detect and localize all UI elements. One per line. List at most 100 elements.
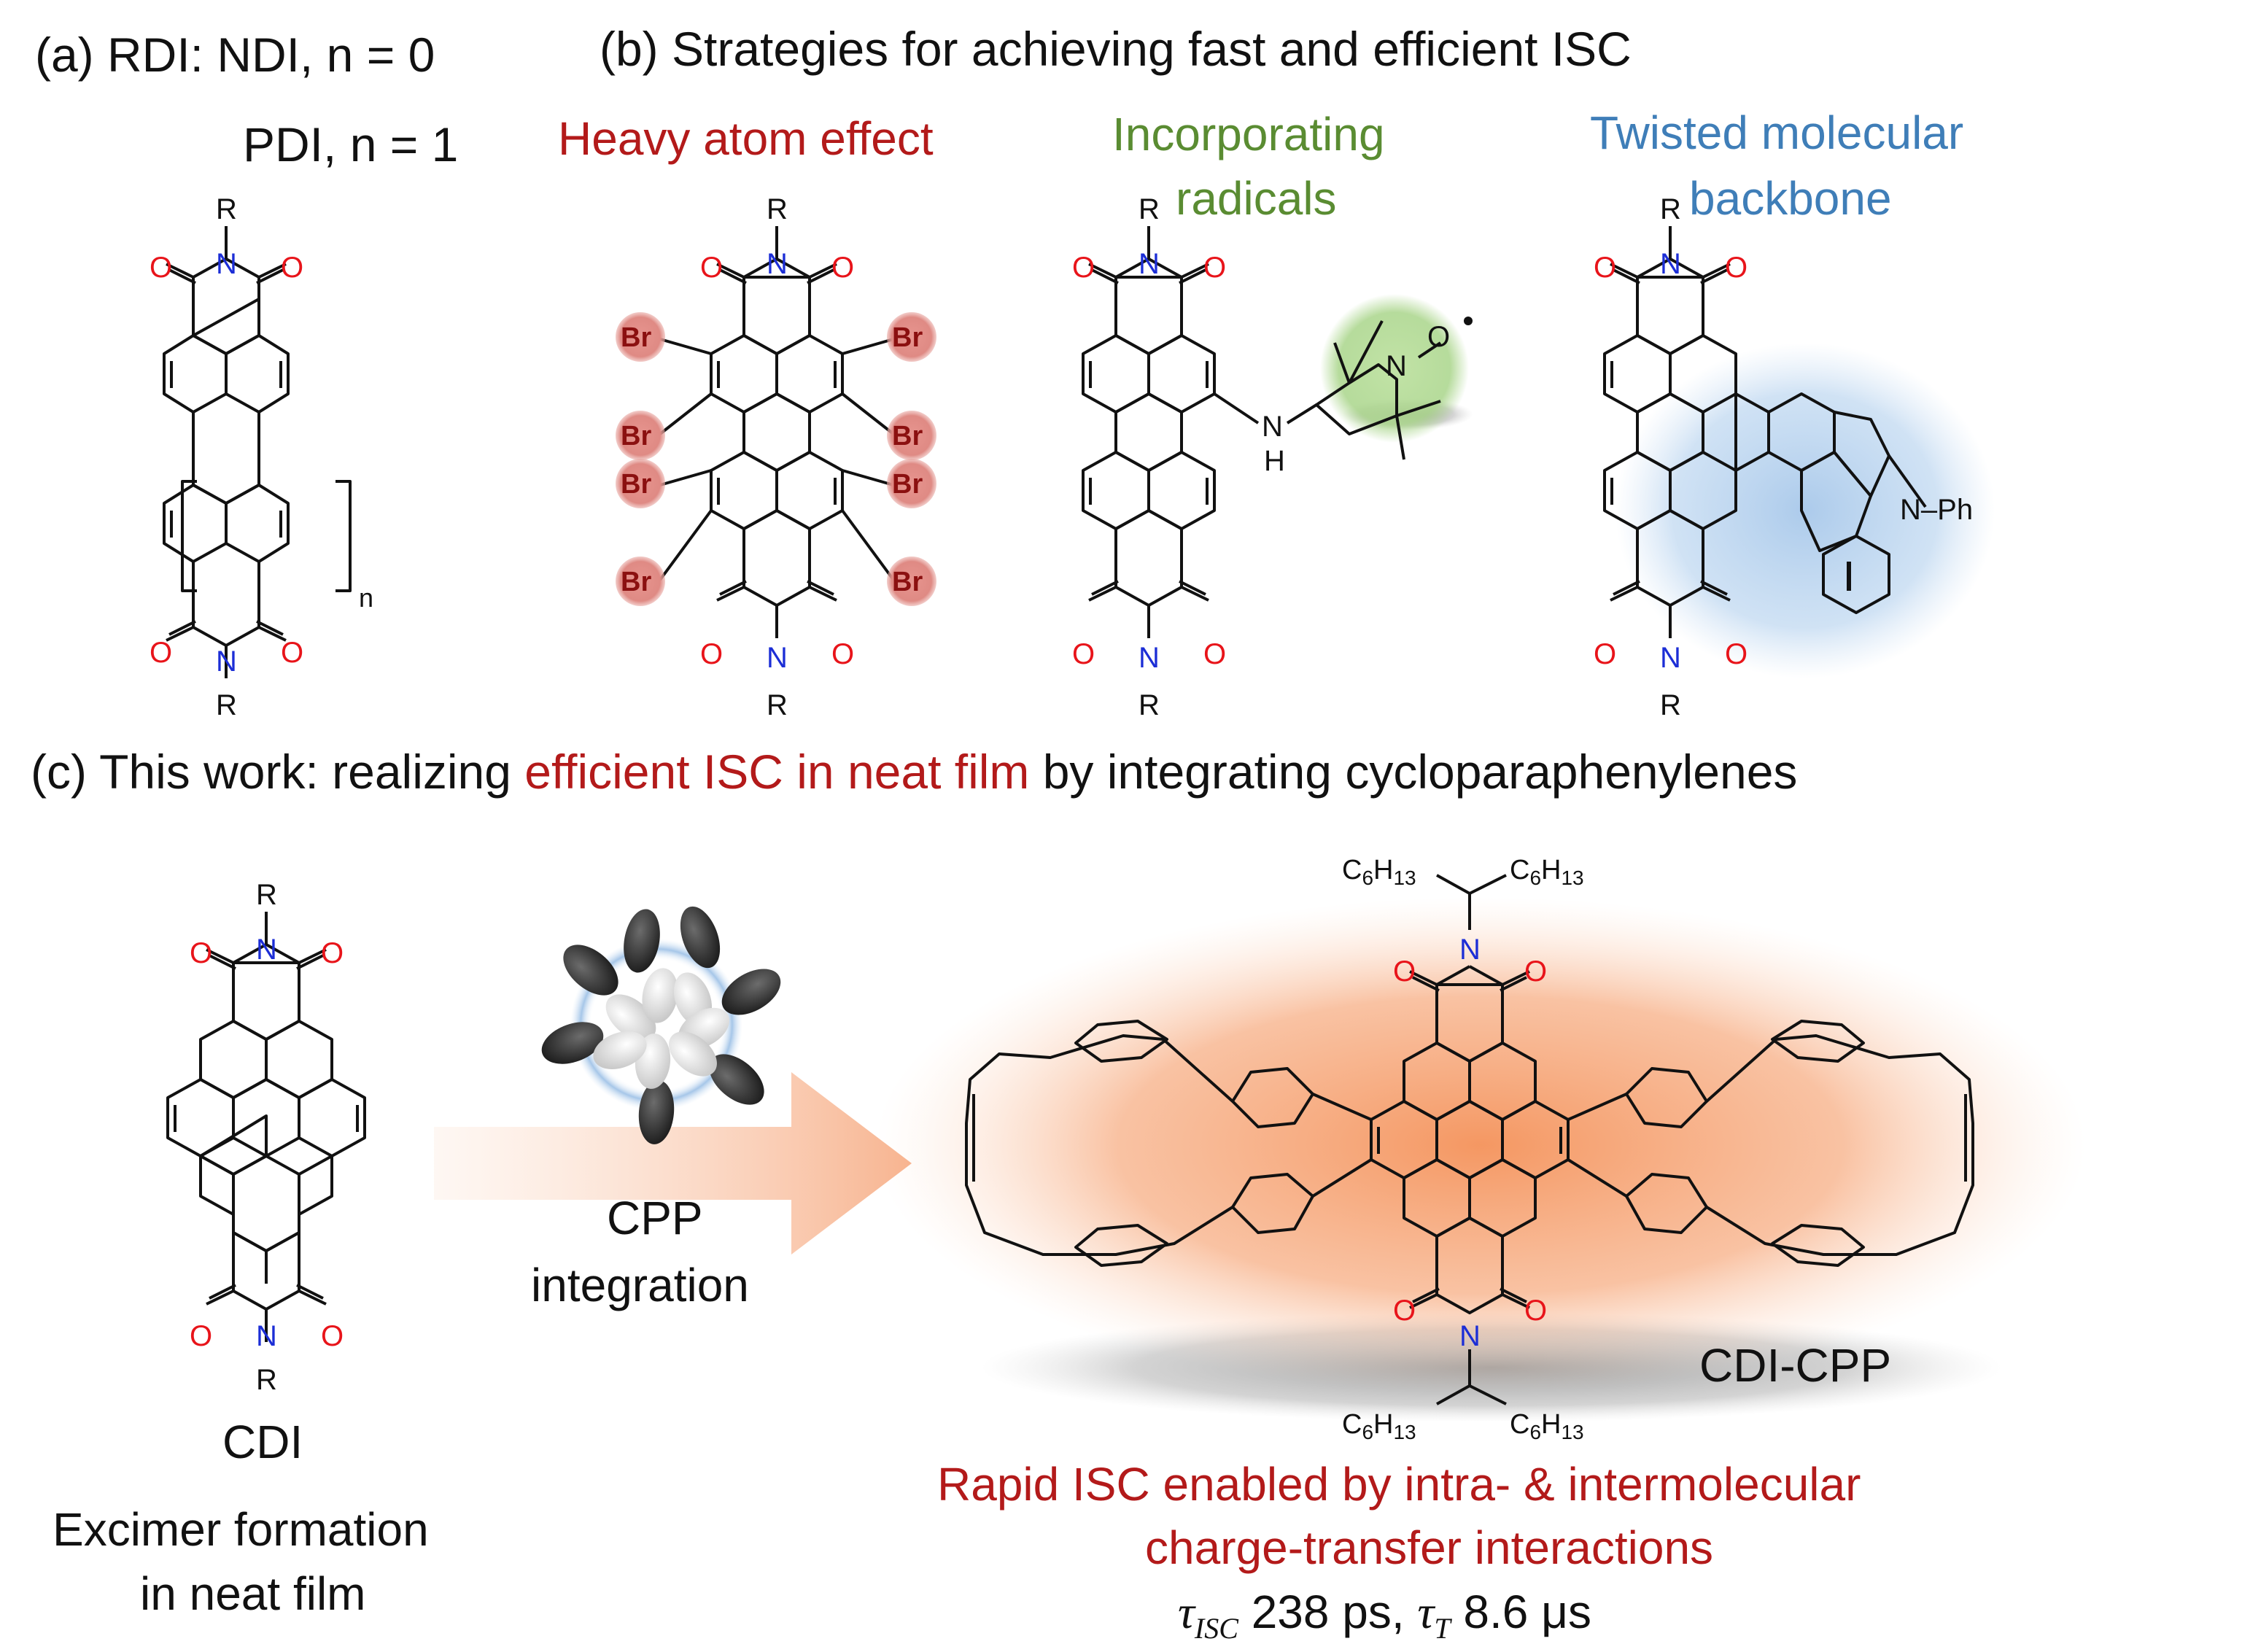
result-line1: Rapid ISC enabled by intra- & intermolec… <box>937 1458 1861 1511</box>
atom-o: O <box>1072 252 1095 284</box>
panel-c-label: (c) This work: realizing efficient ISC i… <box>31 748 1797 796</box>
strategy-radicals-line1: Incorporating <box>1112 108 1385 160</box>
atom-o: O <box>831 252 854 284</box>
cdicpp-orange-glow <box>875 897 2086 1393</box>
atom-o: O <box>1725 252 1748 284</box>
atom-n: N <box>256 1320 277 1352</box>
atom-o: O <box>1393 955 1416 988</box>
atom-o: O <box>281 252 303 284</box>
atom-r: R <box>1139 193 1160 225</box>
atom-r: R <box>216 689 237 721</box>
atom-o: O <box>281 637 303 669</box>
atom-n: N <box>1459 1320 1481 1352</box>
br-label: Br <box>892 567 923 597</box>
atom-o: O <box>1524 1295 1547 1327</box>
tau-t-symbol: τ <box>1417 1586 1435 1638</box>
atom-n: N <box>767 642 788 674</box>
rdi-structure <box>163 226 352 678</box>
br-label: Br <box>892 421 923 451</box>
cdi-note-line2: in neat film <box>140 1567 366 1620</box>
atom-o: O <box>1594 638 1616 670</box>
alkyl-label-br: C6H13 <box>1510 1409 1584 1443</box>
tau-isc-symbol: τ <box>1178 1586 1195 1638</box>
br-label: Br <box>621 322 651 353</box>
twist-glow <box>1615 343 1995 678</box>
radical-dot <box>1464 317 1473 325</box>
alkyl-label-tl: C6H13 <box>1342 855 1416 889</box>
lifetimes: τISC 238 ps, τT 8.6 μs <box>1178 1589 1591 1643</box>
panel-a-label: (a) RDI: NDI, n = 0 <box>35 28 435 82</box>
nh-h: H <box>1264 445 1285 477</box>
tau-t-subscript: T <box>1434 1611 1451 1645</box>
background-glows <box>434 294 2086 1422</box>
tempo-o: O <box>1427 321 1450 353</box>
tempo-pdi-structure <box>1082 226 1442 638</box>
atom-o: O <box>190 1320 212 1352</box>
atom-o: O <box>150 637 172 669</box>
strategy-twisted-line1: Twisted molecular <box>1590 106 1964 159</box>
atom-n: N <box>1459 934 1481 966</box>
br-label: Br <box>892 469 923 500</box>
br-label: Br <box>621 469 651 500</box>
atom-o: O <box>1203 252 1226 284</box>
atom-n: N <box>216 248 237 280</box>
atom-o: O <box>321 1320 344 1352</box>
br-label: Br <box>621 421 651 451</box>
cpp-lobes <box>541 906 781 1144</box>
panel-c-label-prefix: (c) This work: realizing <box>31 745 525 799</box>
atom-o: O <box>1203 638 1226 670</box>
atom-n: N <box>256 934 277 966</box>
atom-n: N <box>1139 642 1160 674</box>
panel-c-label-highlight: efficient ISC in neat film <box>524 745 1030 799</box>
atom-n: N <box>767 248 788 280</box>
panel-b-label: (b) Strategies for achieving fast and ef… <box>600 22 1632 76</box>
atom-n: N <box>1660 248 1681 280</box>
panel-a-label2: PDI, n = 1 <box>243 117 459 171</box>
atom-n: N <box>216 645 237 678</box>
atom-o: O <box>1594 252 1616 284</box>
cpp-ring-icon <box>541 906 781 1144</box>
panel-c-label-suffix: by integrating cycloparaphenylenes <box>1029 745 1798 799</box>
atom-n: N <box>1139 248 1160 280</box>
br-label: Br <box>621 567 651 597</box>
atom-r: R <box>256 879 277 911</box>
atom-labels: R N O O N O O R n R N O O N O O R Br Br … <box>150 193 1973 1443</box>
tau-isc-subscript: ISC <box>1194 1611 1238 1645</box>
cdi-structure <box>166 912 366 1342</box>
atom-o: O <box>1725 638 1748 670</box>
atom-o: O <box>700 638 723 670</box>
atom-o: O <box>150 252 172 284</box>
cdi-name: CDI <box>222 1416 303 1468</box>
cpp-label-line2: integration <box>531 1259 749 1311</box>
carbazole-nph: N–Ph <box>1900 494 1973 526</box>
cdi-note-line1: Excimer formation <box>53 1503 429 1556</box>
atom-r: R <box>256 1364 277 1396</box>
tau-isc-value: 238 ps, <box>1238 1586 1418 1638</box>
strategy-heavy-atom: Heavy atom effect <box>558 112 934 165</box>
product-name: CDI-CPP <box>1699 1339 1892 1392</box>
cpp-label-line1: CPP <box>607 1192 703 1244</box>
integration-arrow <box>434 1072 912 1254</box>
result-line2: charge-transfer interactions <box>1145 1521 1714 1574</box>
atom-r: R <box>1660 193 1681 225</box>
twisted-pdi-structure <box>1603 226 1927 638</box>
atom-o: O <box>190 937 212 969</box>
br-pdi-structure <box>659 226 895 638</box>
strategy-radicals-line2: radicals <box>1176 172 1337 225</box>
br-label: Br <box>892 322 923 353</box>
repeat-n: n <box>359 583 373 613</box>
br-circles <box>616 312 936 606</box>
alkyl-label-bl: C6H13 <box>1342 1409 1416 1443</box>
tau-t-value: 8.6 μs <box>1450 1586 1591 1638</box>
atom-o: O <box>1524 955 1547 988</box>
atom-o: O <box>321 937 344 969</box>
atom-r: R <box>1660 689 1681 721</box>
atom-r: R <box>1139 689 1160 721</box>
atom-r: R <box>216 193 237 225</box>
alkyl-label-tr: C6H13 <box>1510 855 1584 889</box>
atom-o: O <box>700 252 723 284</box>
atom-o: O <box>1072 638 1095 670</box>
atom-o: O <box>831 638 854 670</box>
